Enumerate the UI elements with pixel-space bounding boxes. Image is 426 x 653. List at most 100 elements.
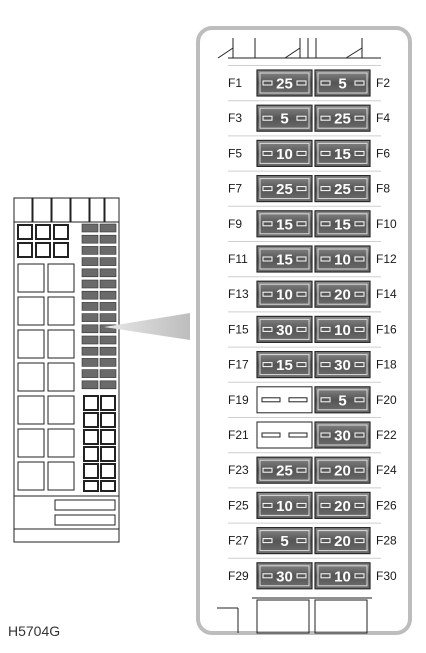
fuse-blade: 25 — [256, 69, 313, 97]
fuse-terminal-right — [354, 150, 365, 156]
fuse-blade: 20 — [314, 280, 371, 308]
fuse-empty-slot — [256, 421, 313, 449]
fuse-terminal-right — [354, 80, 365, 86]
fuse-terminal-right — [296, 115, 307, 121]
fuse-inner-border — [317, 494, 368, 516]
zoom-callout-beam — [104, 313, 190, 340]
fuse-amperage: 10 — [276, 146, 293, 163]
fuse-body — [256, 456, 313, 484]
fuse-label-right: F12 — [376, 252, 397, 266]
fuse-amperage: 5 — [338, 76, 346, 93]
fuse-body — [256, 351, 313, 379]
fuse-terminal-right — [296, 291, 307, 297]
fuse-amperage: 15 — [276, 357, 293, 374]
fuse-label-right: F26 — [376, 498, 397, 512]
overview-mini-fuse — [99, 369, 117, 378]
fuse-terminal-right — [354, 432, 365, 438]
fuse-label-left: F3 — [228, 111, 242, 125]
fuse-body — [256, 491, 313, 519]
fuse-terminal-left — [262, 256, 273, 262]
overview-mini-fuse — [81, 335, 99, 345]
fuse-inner-border — [317, 424, 368, 446]
fuse-terminal-left — [262, 150, 273, 156]
fuse-body — [314, 491, 371, 519]
overview-mini-fuse — [81, 257, 99, 266]
fuse-inner-border — [259, 565, 310, 587]
overview-mini-fuse — [81, 234, 99, 244]
fuse-amperage: 20 — [334, 498, 351, 515]
fuse-label-right: F8 — [376, 182, 390, 196]
fuse-inner-border — [259, 213, 310, 235]
fuse-blade: 10 — [314, 562, 371, 590]
fuse-blade: 30 — [256, 562, 313, 590]
fuse-terminal-left — [320, 432, 331, 438]
fuse-amperage: 25 — [276, 463, 293, 480]
fuse-blade: 25 — [314, 104, 371, 132]
fuse-terminal-left — [320, 150, 331, 156]
fuse-label-left: F11 — [228, 252, 248, 266]
fuse-terminal-left — [320, 256, 331, 262]
fuse-row: F3 5 25 F4 — [228, 100, 390, 132]
fuse-inner-border — [317, 354, 368, 376]
fuse-inner-border — [317, 530, 368, 552]
fuse-body — [314, 104, 371, 132]
overview-mini-fuse — [81, 246, 99, 255]
fuse-terminal-right — [354, 397, 365, 403]
fuse-label-left: F13 — [228, 287, 249, 301]
fuse-terminal-right — [296, 502, 307, 508]
overview-mini-fuse — [81, 380, 99, 390]
fuse-inner-border — [317, 142, 368, 164]
fuse-inner-border — [259, 72, 310, 94]
fuse-blade: 20 — [314, 491, 371, 519]
fuse-terminal-right — [354, 573, 365, 579]
fuse-label-right: F4 — [376, 111, 390, 125]
fuse-label-left: F19 — [228, 393, 249, 407]
fuse-blade: 5 — [256, 104, 313, 132]
fuse-amperage: 15 — [334, 216, 351, 233]
fuse-amperage: 15 — [276, 216, 293, 233]
fuse-blade: 15 — [314, 210, 371, 238]
overview-mini-fuse — [99, 279, 117, 289]
overview-mini-fuse — [99, 223, 117, 233]
fuse-body — [256, 175, 313, 203]
fuse-terminal-left — [320, 573, 331, 579]
overview-top-connectors — [13, 197, 120, 223]
fuse-terminal-right — [296, 256, 307, 262]
fuse-amperage: 10 — [334, 252, 351, 269]
fuse-blade: 10 — [314, 245, 371, 273]
fuse-terminal-left — [262, 291, 273, 297]
empty-slot-body — [256, 386, 313, 414]
fuse-amperage: 5 — [280, 533, 288, 550]
fuse-terminal-right — [296, 538, 307, 544]
overview-mini-fuse — [81, 223, 99, 233]
fuse-body — [256, 280, 313, 308]
fuse-terminal-right — [354, 186, 365, 192]
fuse-inner-border — [259, 283, 310, 305]
fuse-label-right: F16 — [376, 322, 397, 336]
fuse-body — [256, 104, 313, 132]
fuse-box-overview — [13, 197, 120, 543]
fuse-terminal-left — [320, 115, 331, 121]
fuse-blade: 5 — [314, 69, 371, 97]
overview-mini-fuse — [81, 268, 99, 278]
slot-terminal-right — [288, 397, 308, 403]
overview-mini-fuse — [99, 358, 117, 367]
fuse-terminal-right — [296, 221, 307, 227]
fuse-terminal-left — [320, 326, 331, 332]
fuse-label-right: F28 — [376, 534, 397, 548]
overview-mini-fuse — [99, 346, 117, 356]
fuse-terminal-left — [320, 397, 331, 403]
fuse-amperage: 5 — [280, 111, 288, 128]
fuse-terminal-right — [296, 467, 307, 473]
fuse-terminal-left — [262, 115, 273, 121]
fuse-empty-slot — [256, 386, 313, 414]
fuse-amperage: 30 — [334, 357, 351, 374]
fuse-terminal-left — [262, 502, 273, 508]
fuse-blade: 25 — [256, 175, 313, 203]
slot-terminal-left — [261, 397, 281, 403]
fuse-terminal-left — [262, 467, 273, 473]
